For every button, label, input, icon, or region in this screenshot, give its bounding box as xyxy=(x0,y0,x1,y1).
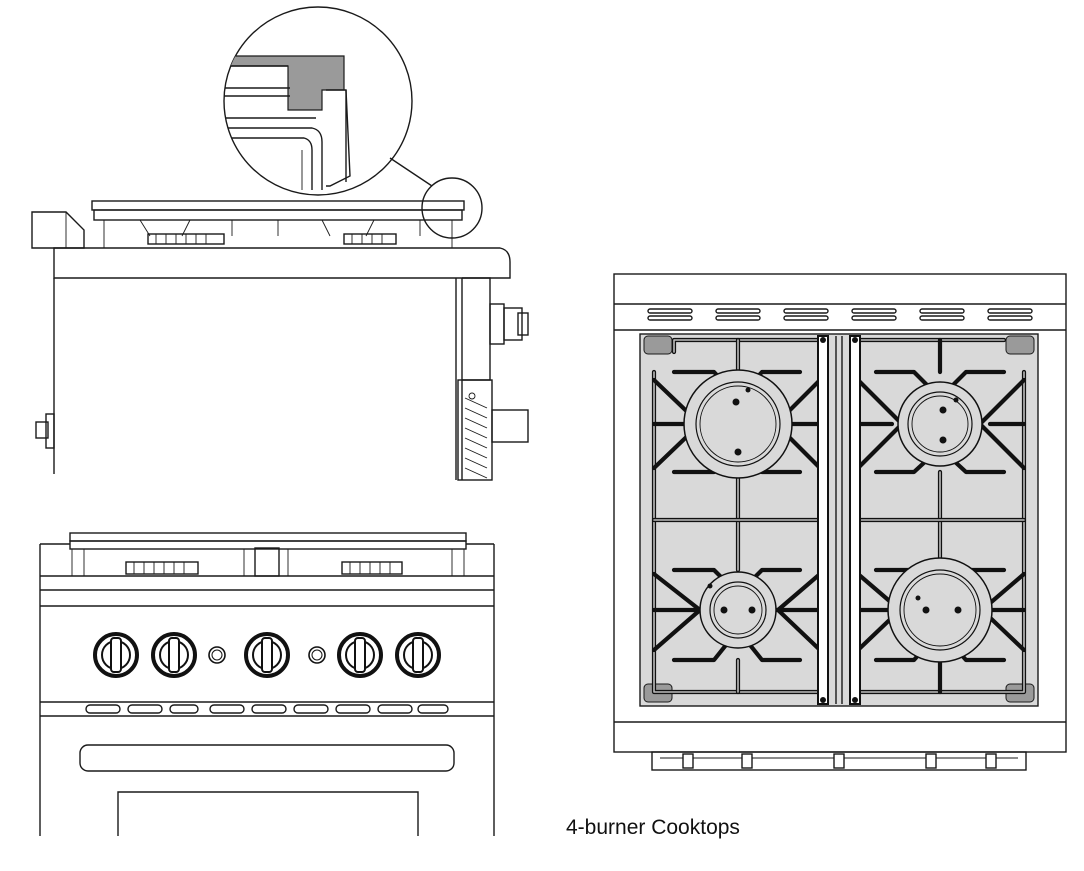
side-elevation-view xyxy=(31,177,529,481)
center-rails xyxy=(817,335,861,705)
control-knob xyxy=(244,632,290,678)
control-knob xyxy=(151,632,197,678)
burner-front-right xyxy=(887,557,993,663)
front-knob-strip xyxy=(651,751,1027,771)
indicator-light xyxy=(308,646,326,664)
front-elevation-view xyxy=(39,532,495,836)
burner-rear-right xyxy=(897,381,983,467)
burner-rear-left xyxy=(683,369,793,479)
control-knob xyxy=(395,632,441,678)
grate-corner-detail-view xyxy=(223,6,433,196)
figure-caption: 4-burner Cooktops xyxy=(566,816,740,839)
control-knob xyxy=(337,632,383,678)
burner-front-left xyxy=(699,571,777,649)
control-knob xyxy=(93,632,139,678)
top-plan-view xyxy=(613,273,1067,771)
indicator-light xyxy=(208,646,226,664)
